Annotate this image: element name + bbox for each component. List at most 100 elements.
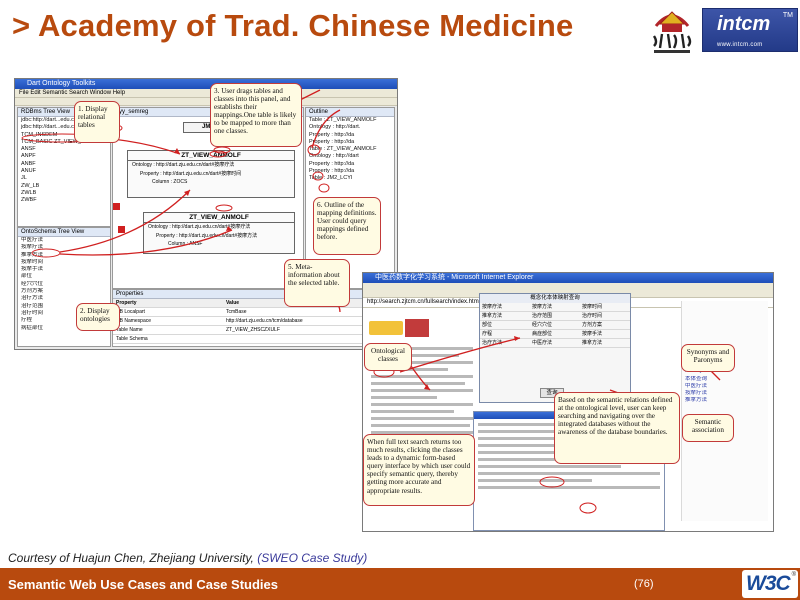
ontology-tree-list: 中医疗法 按摩疗法 推拿方法 按摩时间 按摩手法 部位 经穴穴位 方剂方案 治疗… bbox=[18, 237, 110, 332]
query-dialog-cell: 疗程 bbox=[482, 331, 493, 337]
query-dialog-cell: 按摩疗法 bbox=[482, 304, 503, 310]
property-value: ZT_VIEW_ZHSCZXULF bbox=[226, 327, 280, 333]
query-dialog-title: 概念化本体映射查询 bbox=[480, 294, 630, 303]
mapping-row: Property : http://dart.zju.edu.cn/dart#按… bbox=[156, 233, 258, 239]
ontology-tree-item[interactable]: 按摩疗法 bbox=[21, 244, 44, 251]
intcm-url: www.intcm.com bbox=[717, 42, 763, 48]
outline-item[interactable]: Property : http://da bbox=[309, 160, 355, 167]
slide-footer: Semantic Web Use Cases and Case Studies … bbox=[0, 568, 800, 600]
ontology-tree-item[interactable]: 按摩手法 bbox=[21, 266, 44, 273]
query-dialog-rows: 按摩疗法按摩方法按摩时间推拿方法治疗范围治疗时间部位经穴穴位方剂方案疗程病症部位… bbox=[480, 303, 630, 348]
toolkit-toolbar bbox=[15, 98, 397, 106]
query-dialog-cell: 按摩手法 bbox=[582, 331, 603, 337]
outline-item[interactable]: Table : ZT_VIEW_ANMOLF bbox=[309, 146, 377, 153]
courtesy-text: Courtesy of Huajun Chen, Zhejiang Univer… bbox=[8, 551, 258, 565]
mapping-box-2[interactable]: ZT_VIEW_ANMOLF Ontology : http://dart.zj… bbox=[143, 212, 295, 254]
mapping-box-2-title: ZT_VIEW_ANMOLF bbox=[144, 213, 294, 223]
rdbms-tree-item[interactable]: jdbc:http://dart...edu.cn/tcm bbox=[21, 117, 88, 123]
semantic-link[interactable]: 按摩疗法 bbox=[685, 390, 708, 397]
ontology-tree-item[interactable]: 疗程 bbox=[21, 317, 33, 324]
toolkit-titlebar: Dart Ontology Toolkits bbox=[15, 79, 397, 89]
ontology-tree-item[interactable]: 治疗时间 bbox=[21, 309, 44, 316]
ontology-tree-item[interactable]: 治疗方法 bbox=[21, 295, 44, 302]
query-dialog-cell: 推拿方法 bbox=[482, 313, 503, 319]
callout-drag-tables: 3. User drags tables and classes into th… bbox=[210, 83, 302, 147]
rdbms-tree-item[interactable]: ANUF bbox=[21, 168, 36, 175]
callout-meta-information: 5. Meta-information about the selected t… bbox=[284, 259, 350, 307]
mapping-row: Column : ZOCS bbox=[152, 179, 188, 185]
ontology-tree-item[interactable]: 部位 bbox=[21, 273, 33, 280]
property-name: Table Name bbox=[116, 327, 143, 333]
mapping-box-1[interactable]: ZT_VIEW_ANMOLF Ontology : http://dart.zj… bbox=[127, 150, 295, 198]
outline-item[interactable]: Property : http://da bbox=[309, 131, 355, 138]
query-dialog-row[interactable]: 部位 经穴穴位 方剂方案 bbox=[480, 321, 630, 330]
semantic-link[interactable]: 本体查询 bbox=[685, 375, 708, 382]
outline-item[interactable]: Table : JM2_LCYI bbox=[309, 175, 353, 182]
courtesy-line: Courtesy of Huajun Chen, Zhejiang Univer… bbox=[8, 551, 367, 565]
intcm-trademark: TM bbox=[782, 12, 793, 19]
rdbms-tree-item[interactable]: ZWLB bbox=[21, 189, 37, 196]
query-dialog-row[interactable]: 按摩疗法 按摩方法 按摩时间 bbox=[480, 303, 630, 312]
editor-tab[interactable]: zyy_semreg bbox=[113, 108, 303, 117]
query-dialog-cell: 按摩时间 bbox=[582, 304, 603, 310]
rdbms-tree-item[interactable]: ANSF bbox=[21, 146, 36, 153]
callout-outline-mappings: 6. Outline of the mapping definitions. U… bbox=[313, 197, 381, 255]
rdbms-tree-item[interactable]: ZWBF bbox=[21, 197, 37, 204]
ontology-tree-item[interactable]: 推拿方法 bbox=[21, 251, 44, 258]
sweo-case-study-link[interactable]: (SWEO Case Study) bbox=[257, 551, 368, 565]
ontology-tree-item[interactable]: 中医疗法 bbox=[21, 237, 44, 243]
rdbms-tree-item[interactable]: JL bbox=[21, 175, 27, 182]
query-dialog[interactable]: 概念化本体映射查询 按摩疗法按摩方法按摩时间推拿方法治疗范围治疗时间部位经穴穴位… bbox=[479, 293, 631, 403]
outline-list: Table : ZT_VIEW_ANMOLF Ontology : http:/… bbox=[306, 117, 394, 183]
outline-item[interactable]: Property : http://da bbox=[309, 168, 355, 175]
ontology-tree-item[interactable]: 按摩时间 bbox=[21, 258, 44, 265]
outline-title: Outline bbox=[306, 108, 394, 117]
semantic-link[interactable]: 推拿方法 bbox=[685, 397, 708, 404]
w3c-logo-text: W3C bbox=[746, 572, 791, 595]
w3c-logo: W3C ® bbox=[742, 570, 798, 598]
properties-title: Properties bbox=[113, 290, 394, 299]
property-name: Table Schema bbox=[116, 336, 148, 342]
rdbms-tree-item[interactable]: ANBF bbox=[21, 160, 36, 167]
property-row[interactable]: Table Schema bbox=[113, 335, 394, 344]
outline-item[interactable]: Property : http://da bbox=[309, 138, 355, 145]
callout-dynamic-query: When full text search returns too much r… bbox=[363, 434, 475, 506]
properties-header: Property Value bbox=[113, 299, 394, 308]
rdbms-tree-item[interactable]: ANPF bbox=[21, 153, 36, 160]
rdbms-tree-title: RDBms Tree View bbox=[18, 108, 110, 117]
query-dialog-cell: 方剂方案 bbox=[582, 322, 603, 328]
query-dialog-cell: 按摩方法 bbox=[532, 304, 553, 310]
callout-display-ontologies: 2. Display ontologies bbox=[76, 303, 120, 331]
mapping-row: Property : http://dart.zju.edu.cn/dart#按… bbox=[140, 171, 242, 177]
outline-item[interactable]: Ontology : http://dart. bbox=[309, 124, 361, 131]
query-dialog-row[interactable]: 治疗方法中医疗法推拿方法 bbox=[480, 339, 630, 348]
rdbms-tree-item[interactable]: jdbc:http://dart...edu.cn/tcm bbox=[21, 124, 88, 131]
property-value: TcmBase bbox=[226, 309, 247, 315]
query-dialog-cell: 经穴穴位 bbox=[532, 322, 553, 328]
property-value: http://dart.zju.edu.cn/tcm/database bbox=[226, 318, 303, 324]
query-dialog-row[interactable]: 疗程 病症部位 按摩手法 bbox=[480, 330, 630, 339]
ontology-tree-item[interactable]: 病症部位 bbox=[21, 324, 44, 331]
property-row[interactable]: Table Name ZT_VIEW_ZHSCZXULF bbox=[113, 326, 394, 335]
callout-semantic-navigation: Based on the semantic relations defined … bbox=[554, 392, 680, 464]
semantic-link[interactable]: 中医疗法 bbox=[685, 382, 708, 389]
mapping-row: Column : ANSF bbox=[168, 241, 203, 247]
callout-display-tables: 1. Display relational tables bbox=[74, 101, 120, 143]
ontology-tree-item[interactable]: 经穴穴位 bbox=[21, 280, 44, 287]
outline-item[interactable]: Table : ZT_VIEW_ANMOLF bbox=[309, 117, 377, 123]
query-dialog-row[interactable]: 推拿方法治疗范围治疗时间 bbox=[480, 312, 630, 321]
query-dialog-cell: 推拿方法 bbox=[582, 340, 603, 346]
query-dialog-cell: 部位 bbox=[482, 322, 493, 328]
query-dialog-cell: 病症部位 bbox=[532, 331, 553, 337]
query-dialog-cell: 治疗范围 bbox=[532, 313, 553, 319]
rdbms-tree-item[interactable]: ZW_LB bbox=[21, 182, 40, 189]
ontology-tree-item[interactable]: 治疗范围 bbox=[21, 302, 44, 309]
ontology-tree-item[interactable]: 方剂方案 bbox=[21, 288, 44, 295]
callout-ontological-classes: Ontological classes bbox=[364, 343, 412, 371]
site-logo-mark bbox=[405, 319, 429, 337]
callout-semantic-association: Semantic association bbox=[682, 414, 734, 442]
mapping-row: Ontology : http://dart.zju.edu.cn/dart#按… bbox=[132, 162, 235, 168]
outline-item[interactable]: Ontology : http://dart bbox=[309, 153, 359, 160]
